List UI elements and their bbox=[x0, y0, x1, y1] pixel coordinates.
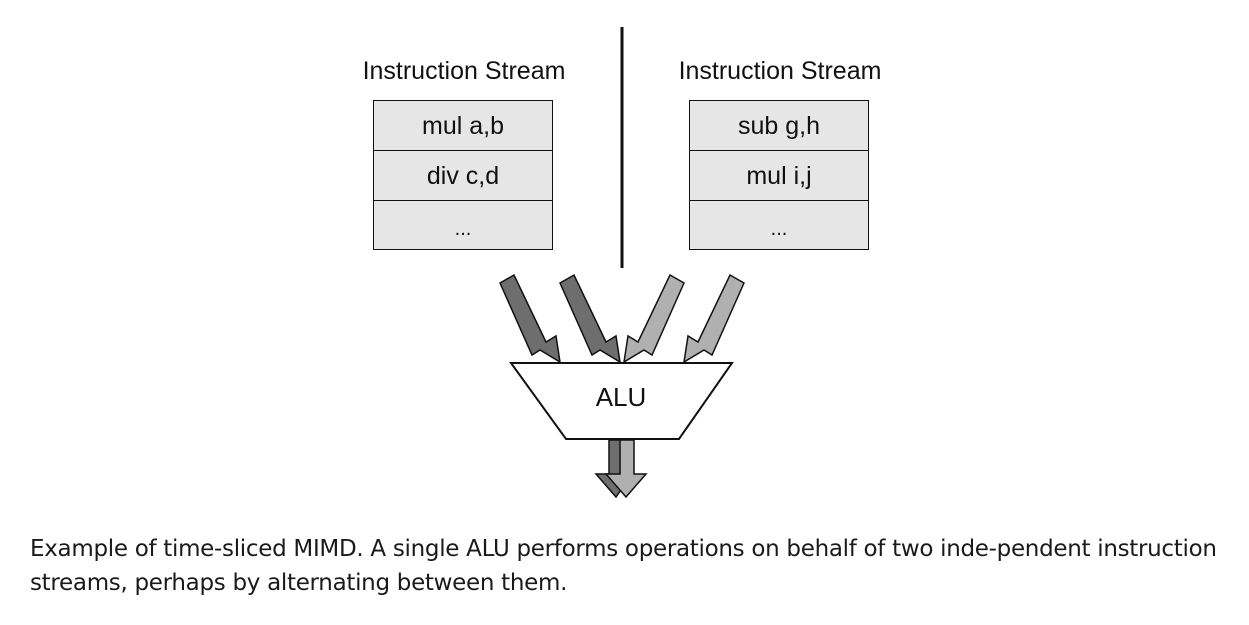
right-instruction-stream: sub g,h mul i,j ... bbox=[689, 100, 869, 250]
alu-shape bbox=[509, 362, 734, 440]
right-stream-title: Instruction Stream bbox=[678, 57, 882, 85]
left-instruction-1: mul a,b bbox=[374, 101, 552, 151]
left-instruction-stream: mul a,b div c,d ... bbox=[373, 100, 553, 250]
alu-label: ALU bbox=[595, 382, 647, 412]
left-instruction-ellipsis: ... bbox=[454, 218, 472, 240]
stream-a-arrow-1 bbox=[499, 273, 561, 364]
stream-b-arrow-1 bbox=[623, 273, 685, 364]
left-stream-title: Instruction Stream bbox=[362, 57, 566, 85]
output-arrow-b bbox=[604, 439, 648, 499]
stream-a-arrow-2 bbox=[559, 273, 621, 364]
right-instruction-2: mul i,j bbox=[690, 151, 868, 201]
left-instruction-2: div c,d bbox=[374, 151, 552, 201]
figure-caption: Example of time-sliced MIMD. A single AL… bbox=[30, 536, 1217, 596]
right-instruction-ellipsis: ... bbox=[770, 218, 788, 240]
stream-b-arrow-2 bbox=[683, 273, 745, 364]
right-instruction-1: sub g,h bbox=[690, 101, 868, 151]
